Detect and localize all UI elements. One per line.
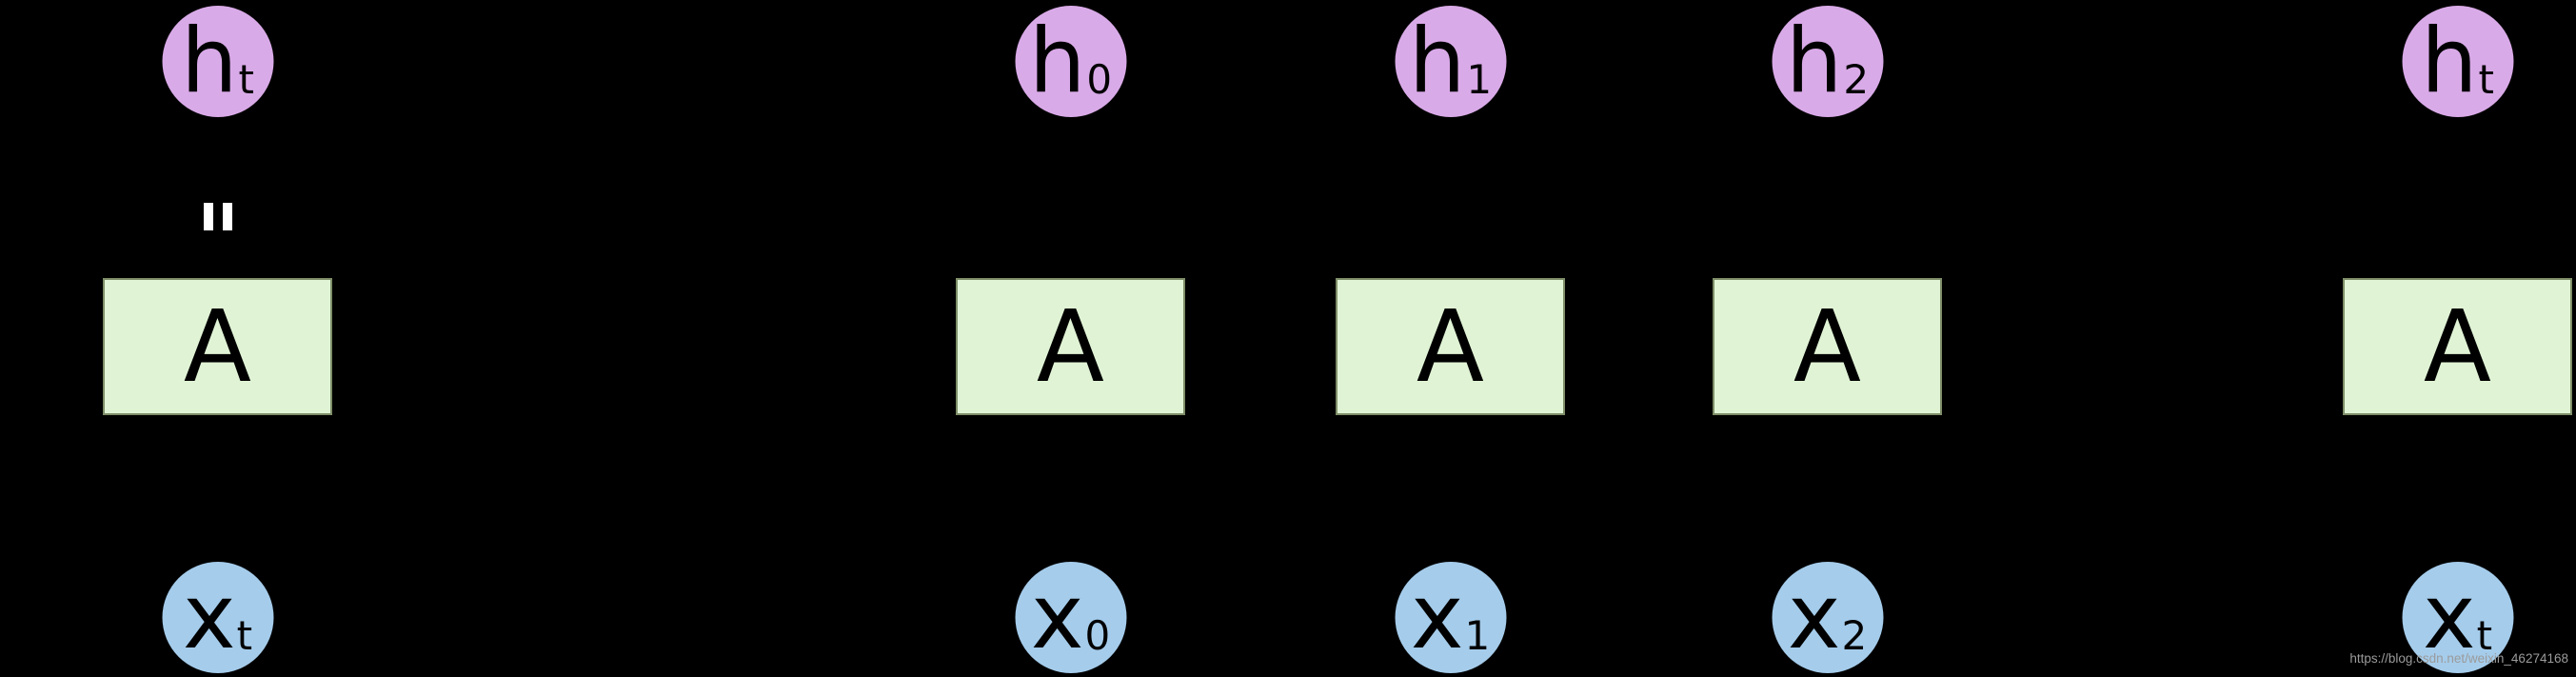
input-subscript: t	[2476, 611, 2493, 659]
cell-box: A	[1713, 278, 1942, 415]
input-subscript: 2	[1841, 611, 1868, 659]
cell-box: A	[1336, 278, 1565, 415]
hidden-state-letter: h	[180, 9, 238, 113]
equals-bar	[203, 203, 213, 230]
hidden-state-letter: h	[1408, 9, 1466, 113]
hidden-state-letter: h	[1785, 9, 1843, 113]
input-letter: x	[1787, 565, 1841, 669]
cell-label: A	[2423, 289, 2492, 405]
input-letter: x	[1410, 565, 1464, 669]
equals-bar	[222, 203, 232, 230]
hidden-state-subscript: 1	[1466, 55, 1493, 103]
hidden-state-letter: h	[1028, 9, 1086, 113]
cell-label: A	[1793, 289, 1862, 405]
input-letter: x	[1030, 565, 1084, 669]
cell-label: A	[183, 289, 252, 405]
input-subscript: 0	[1084, 611, 1111, 659]
input-subscript: t	[236, 611, 253, 659]
hidden-state-subscript: 2	[1843, 55, 1870, 103]
input-subscript: 1	[1464, 611, 1491, 659]
cell-box: A	[956, 278, 1185, 415]
cell-box: A	[103, 278, 332, 415]
cell-label: A	[1416, 289, 1485, 405]
hidden-state-subscript: t	[2478, 55, 2495, 103]
input-letter: x	[2422, 565, 2476, 669]
watermark-url: https://blog.csdn.net/weixin_46274168	[2349, 651, 2568, 666]
cell-box: A	[2343, 278, 2572, 415]
hidden-state-subscript: 0	[1086, 55, 1113, 103]
input-letter: x	[182, 565, 236, 669]
equals-icon	[203, 203, 232, 230]
cell-label: A	[1036, 289, 1105, 405]
hidden-state-letter: h	[2420, 9, 2478, 113]
hidden-state-subscript: t	[238, 55, 255, 103]
